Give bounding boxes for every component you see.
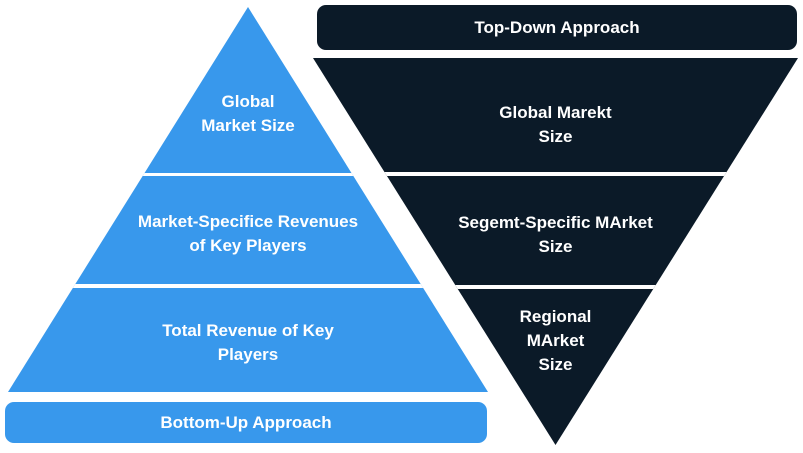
tier-label-segment-specific-market-size: Segemt-Specific MArket Size <box>458 213 653 256</box>
tier-label-global-market-size-topdown: Global Marekt Size <box>499 103 612 146</box>
tier-label-total-revenue-key-players: Total Revenue of Key Players <box>162 321 334 364</box>
bottom-up-approach-bar: Bottom-Up Approach <box>5 402 487 443</box>
top-down-approach-label: Top-Down Approach <box>474 17 640 37</box>
tier-label-market-specific-revenues: Market-Specifice Revenues of Key Players <box>137 212 359 255</box>
bottom-up-approach-label: Bottom-Up Approach <box>160 412 332 432</box>
tier-divider <box>8 173 488 176</box>
tier-divider <box>8 284 488 288</box>
tier-label-regional-market-size: Regional MArket Size <box>519 307 592 374</box>
tier-label-global-market-size: Global Market Size <box>201 92 295 135</box>
tier-divider <box>313 172 798 176</box>
top-down-approach-bar: Top-Down Approach <box>317 5 797 50</box>
tier-divider <box>313 285 798 289</box>
